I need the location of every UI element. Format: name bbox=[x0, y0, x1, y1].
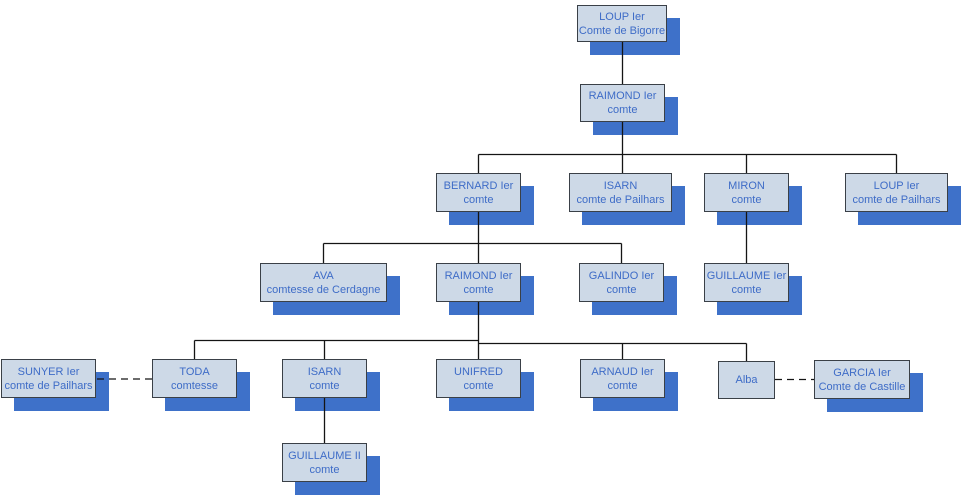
node-miron[interactable]: MIRON comte bbox=[704, 173, 789, 212]
node-loup-ier-bigorre[interactable]: LOUP Ier Comte de Bigorre bbox=[577, 5, 667, 42]
node-toda[interactable]: TODA comtesse bbox=[152, 359, 237, 398]
node-title: comte bbox=[309, 463, 340, 476]
node-name: MIRON bbox=[728, 179, 765, 192]
node-name: LOUP Ier bbox=[599, 10, 645, 23]
node-unifred[interactable]: UNIFRED comte bbox=[436, 359, 521, 398]
node-name: GARCIA Ier bbox=[833, 366, 891, 379]
node-name: Alba bbox=[735, 374, 758, 386]
node-galindo-ier[interactable]: GALINDO Ier comte bbox=[579, 263, 664, 302]
node-name: UNIFRED bbox=[454, 365, 503, 378]
node-title: comte de Pailhars bbox=[852, 193, 941, 206]
node-title: Comte de Bigorre bbox=[578, 24, 666, 37]
node-title: comtesse bbox=[170, 379, 219, 392]
node-arnaud-ier[interactable]: ARNAUD Ier comte bbox=[580, 359, 665, 398]
node-name: ARNAUD Ier bbox=[591, 365, 654, 378]
node-title: comte de Pailhars bbox=[4, 379, 93, 392]
node-name: ISARN bbox=[307, 365, 342, 378]
node-bernard-ier[interactable]: BERNARD Ier comte bbox=[436, 173, 521, 212]
node-title: comtesse de Cerdagne bbox=[266, 283, 381, 296]
node-title: comte bbox=[607, 379, 638, 392]
node-alba[interactable]: Alba bbox=[718, 361, 775, 399]
node-guillaume-ier[interactable]: GUILLAUME Ier comte bbox=[704, 263, 789, 302]
node-raimond-ier-2[interactable]: RAIMOND Ier comte bbox=[436, 263, 521, 302]
node-name: GUILLAUME Ier bbox=[706, 269, 787, 282]
node-name: GUILLAUME II bbox=[288, 449, 361, 462]
node-name: RAIMOND Ier bbox=[588, 90, 657, 102]
node-raimond-ier[interactable]: RAIMOND Ier comte bbox=[580, 84, 665, 122]
node-sunyer-ier[interactable]: SUNYER Ier comte de Pailhars bbox=[1, 359, 96, 398]
node-name: LOUP Ier bbox=[873, 179, 920, 192]
node-isarn-pailhars[interactable]: ISARN comte de Pailhars bbox=[569, 173, 672, 212]
node-name: RAIMOND Ier bbox=[444, 269, 513, 282]
node-name: SUNYER Ier bbox=[17, 365, 80, 378]
node-name: ISARN bbox=[603, 179, 638, 192]
node-garcia-ier[interactable]: GARCIA Ier Comte de Castille bbox=[814, 360, 910, 399]
node-title: Comte de Castille bbox=[818, 380, 906, 393]
node-title: comte bbox=[731, 283, 762, 296]
node-title: comte bbox=[463, 193, 494, 206]
node-name: AVA bbox=[313, 269, 334, 282]
node-name: BERNARD Ier bbox=[443, 179, 514, 192]
node-title: comte bbox=[606, 283, 637, 296]
node-title: comte bbox=[309, 379, 340, 392]
node-title: comte bbox=[731, 193, 762, 206]
node-loup-ier-pailhars[interactable]: LOUP Ier comte de Pailhars bbox=[845, 173, 948, 212]
node-ava[interactable]: AVA comtesse de Cerdagne bbox=[260, 263, 387, 302]
node-title: comte bbox=[463, 379, 494, 392]
node-isarn[interactable]: ISARN comte bbox=[282, 359, 367, 398]
node-title: comte bbox=[463, 283, 494, 296]
node-name: GALINDO Ier bbox=[588, 269, 655, 282]
node-title: comte bbox=[607, 104, 638, 116]
node-title: comte de Pailhars bbox=[576, 193, 665, 206]
node-guillaume-ii[interactable]: GUILLAUME II comte bbox=[282, 443, 367, 482]
node-name: TODA bbox=[179, 365, 210, 378]
